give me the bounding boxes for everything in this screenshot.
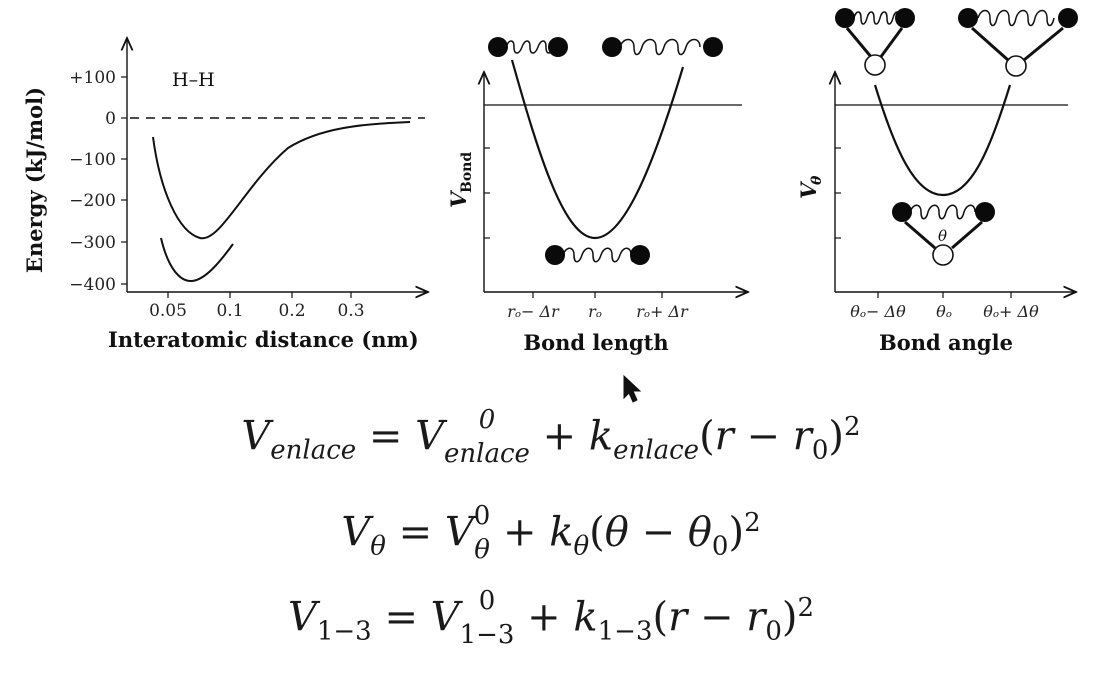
- bond-x-tick-label: rₒ− Δr: [507, 302, 560, 321]
- hh-y-tick-label: 0: [105, 109, 116, 129]
- large-angle-molecule: [958, 8, 1078, 77]
- hh-lower-curve: [160, 237, 234, 283]
- svg-text:V: V: [796, 180, 821, 199]
- angle-x-axis-label: Bond angle: [879, 330, 1013, 355]
- small-angle-molecule: [835, 8, 915, 76]
- hh-y-tick-label: +100: [69, 68, 116, 88]
- hh-y-tick-label: −200: [69, 191, 116, 211]
- equilibrium-angle-molecule: θ: [892, 202, 995, 266]
- angle-x-tick-label: θₒ+ Δθ: [983, 302, 1039, 321]
- bond-x-tick-label: rₒ+ Δr: [636, 302, 689, 321]
- svg-text:θ: θ: [809, 175, 825, 185]
- angle-y-axis-label: V θ: [796, 175, 825, 199]
- bond-y-tick-marks: [484, 147, 490, 239]
- angle-x-tick-marks: [877, 292, 1012, 298]
- angle-theta-label: θ: [938, 227, 947, 245]
- hh-molecule-title: H–H: [172, 69, 215, 91]
- hh-potential-curve: [152, 121, 411, 240]
- bond-y-axis-label: V Bond: [446, 152, 475, 208]
- hh-x-axis-label: Interatomic distance (nm): [108, 327, 419, 352]
- hh-x-tick-label: 0.1: [216, 301, 243, 321]
- mouse-cursor-icon: [623, 374, 642, 403]
- hh-y-tick-label: −100: [69, 150, 116, 170]
- angle-harmonic-curve: [873, 84, 1012, 197]
- svg-text:Bond: Bond: [459, 152, 475, 193]
- compressed-bond-molecule: [488, 37, 568, 57]
- angle-x-tick-label: θₒ: [936, 302, 952, 321]
- bond-x-tick-marks: [532, 292, 663, 298]
- hh-y-tick-marks: [121, 76, 127, 285]
- bond-length-panel: rₒ− Δr rₒ rₒ+ Δr Bond length V Bond: [446, 37, 748, 355]
- bond-x-tick-label: rₒ: [588, 302, 602, 321]
- hh-x-tick-label: 0.2: [278, 301, 305, 321]
- equilibrium-bond-molecule: [545, 245, 650, 265]
- bond-angle-panel: θₒ− Δθ θₒ θₒ+ Δθ Bond angle V θ: [796, 8, 1078, 355]
- bond-x-axis-label: Bond length: [523, 330, 668, 355]
- hh-x-tick-label: 0.3: [337, 301, 364, 321]
- angle-y-tick-marks: [835, 147, 841, 239]
- hh-x-tick-marks: [167, 292, 352, 298]
- hh-potential-panel: +100 0 −100 −200 −300 −400 0.05 0.1 0.2 …: [22, 38, 428, 352]
- angle-x-tick-label: θₒ− Δθ: [850, 302, 906, 321]
- hh-x-tick-label: 0.05: [149, 301, 187, 321]
- stretched-bond-molecule: [602, 37, 723, 57]
- hh-y-tick-label: −400: [69, 275, 116, 295]
- hh-y-tick-label: −300: [69, 233, 116, 253]
- hh-y-axis-label: Energy (kJ/mol): [22, 87, 47, 273]
- bond-harmonic-curve: [510, 59, 685, 240]
- svg-text:V: V: [446, 189, 471, 208]
